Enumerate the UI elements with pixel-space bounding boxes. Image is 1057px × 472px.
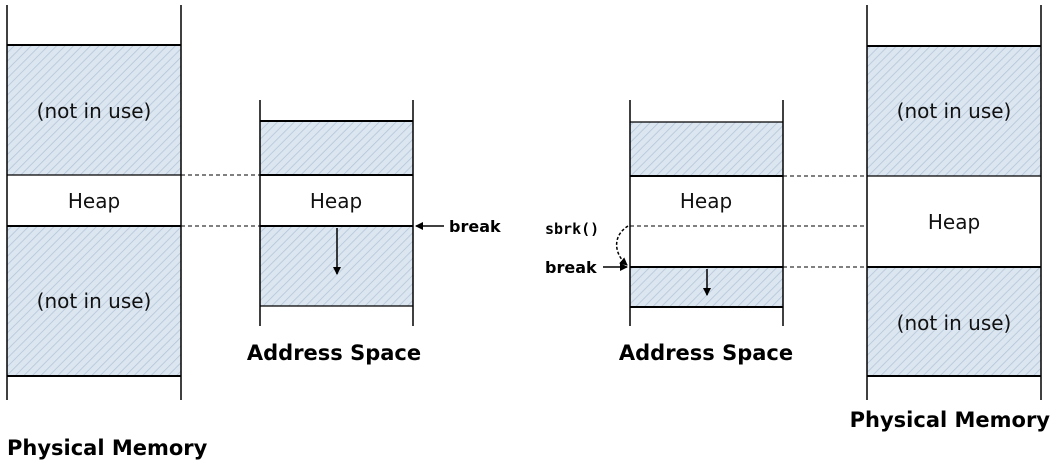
left-physical-heap-label: Heap [68, 189, 120, 213]
left-physical-caption: Physical Memory [7, 436, 208, 460]
sbrk-call-label: sbrk() [545, 220, 599, 238]
left-physical-heap [7, 175, 181, 226]
right-as-top-region [630, 122, 783, 176]
right-as-heap [630, 176, 783, 267]
right-physical-unused-bottom-label: (not in use) [897, 311, 1012, 335]
right-physical-caption: Physical Memory [850, 408, 1051, 432]
left-physical-unused-bottom [7, 226, 181, 376]
left-as-heap [260, 175, 413, 226]
right-physical-heap-label: Heap [928, 210, 980, 234]
left-as-top-region [260, 121, 413, 175]
right-physical-memory: (not in use) Heap (not in use) Physical … [850, 5, 1051, 432]
right-physical-unused-top-label: (not in use) [897, 99, 1012, 123]
left-physical-memory: (not in use) Heap (not in use) Physical … [6, 5, 208, 460]
left-as-heap-label: Heap [310, 189, 362, 213]
right-as-heap-label: Heap [680, 189, 732, 213]
sbrk-curved-arrow [615, 225, 629, 266]
right-physical-unused-bottom [867, 267, 1041, 376]
right-break-label: break [545, 258, 597, 277]
left-physical-unused-bottom-label: (not in use) [37, 289, 152, 313]
right-as-caption: Address Space [619, 341, 793, 365]
left-physical-unused-top-label: (not in use) [37, 99, 152, 123]
right-physical-unused-top [867, 46, 1041, 176]
right-address-space: Heap sbrk() break Address Space [545, 100, 793, 365]
left-break-label: break [449, 217, 501, 236]
left-physical-unused-top [7, 45, 181, 175]
left-address-space: Heap break Address Space [247, 100, 501, 365]
left-as-caption: Address Space [247, 341, 421, 365]
right-physical-heap [867, 176, 1041, 267]
